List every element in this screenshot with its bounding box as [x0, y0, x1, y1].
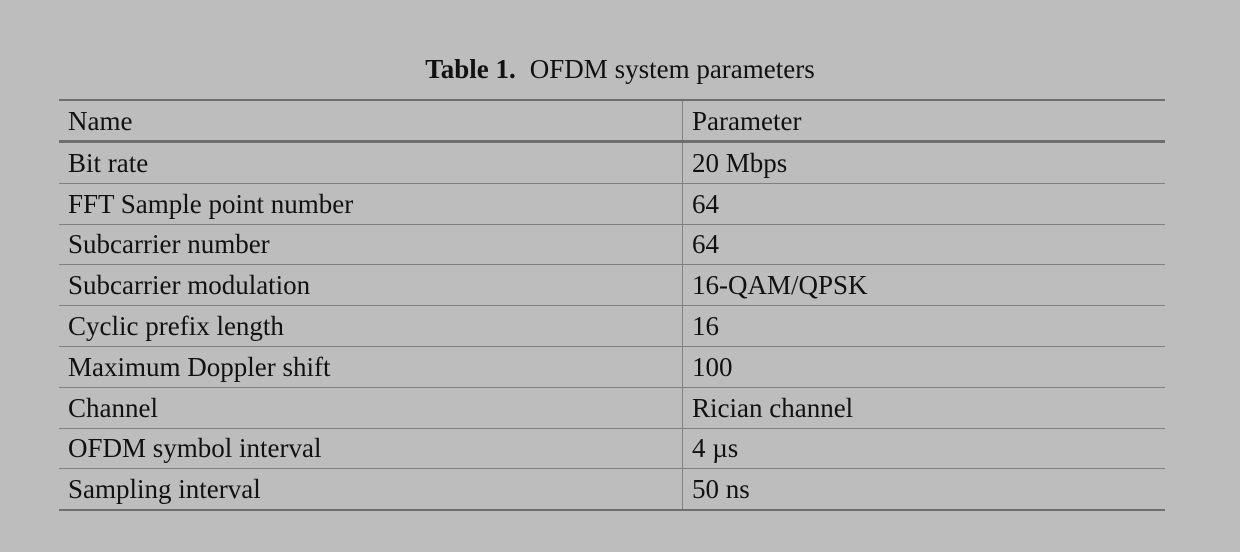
table-row: Bit rate 20 Mbps [59, 141, 1165, 184]
table-row: Cyclic prefix length 16 [59, 305, 1165, 347]
row-parameter-cell: 50 ns [692, 474, 750, 505]
table-row: FFT Sample point number 64 [59, 183, 1165, 225]
row-name-cell: Bit rate [59, 141, 683, 184]
row-parameter-cell: 16 [692, 311, 719, 342]
row-name-cell: Sampling interval [59, 468, 683, 511]
row-name-cell: Maximum Doppler shift [59, 346, 683, 388]
row-name-cell: Cyclic prefix length [59, 305, 683, 347]
row-parameter-cell: 20 Mbps [692, 147, 788, 178]
row-parameter-cell: 64 [692, 188, 719, 219]
row-name-cell: Subcarrier modulation [59, 264, 683, 306]
table-caption-text: OFDM system parameters [529, 54, 815, 84]
row-parameter-cell: 4 µs [692, 433, 739, 464]
row-parameter-cell: Rician channel [692, 392, 854, 423]
table-header: Name Parameter [59, 100, 1165, 142]
row-parameter-cell: 100 [692, 351, 733, 382]
column-header-name: Name [59, 100, 683, 142]
table-row: Channel Rician channel [59, 387, 1165, 429]
table-body: Bit rate 20 Mbps FFT Sample point number… [59, 141, 1165, 511]
table-row: Sampling interval 50 ns [59, 468, 1165, 511]
row-name-cell: OFDM symbol interval [59, 428, 683, 469]
row-name-cell: FFT Sample point number [59, 183, 683, 225]
row-name-cell: Channel [59, 387, 683, 429]
row-parameter-cell: 64 [692, 229, 719, 260]
table-row: Subcarrier modulation 16-QAM/QPSK [59, 264, 1165, 306]
column-header-parameter: Parameter [692, 105, 802, 136]
row-parameter-cell: 16-QAM/QPSK [692, 270, 868, 301]
table-row: Maximum Doppler shift 100 [59, 346, 1165, 388]
row-name-cell: Subcarrier number [59, 224, 683, 265]
table-header-row: Name Parameter [59, 100, 1165, 142]
table-caption: Table 1. OFDM system parameters [0, 52, 1240, 86]
table-row: OFDM symbol interval 4 µs [59, 428, 1165, 469]
table-row: Subcarrier number 64 [59, 224, 1165, 265]
table-caption-label: Table 1. [425, 54, 516, 84]
ofdm-parameters-table: Name Parameter Bit rate 20 Mbps FFT Samp… [59, 99, 1165, 511]
